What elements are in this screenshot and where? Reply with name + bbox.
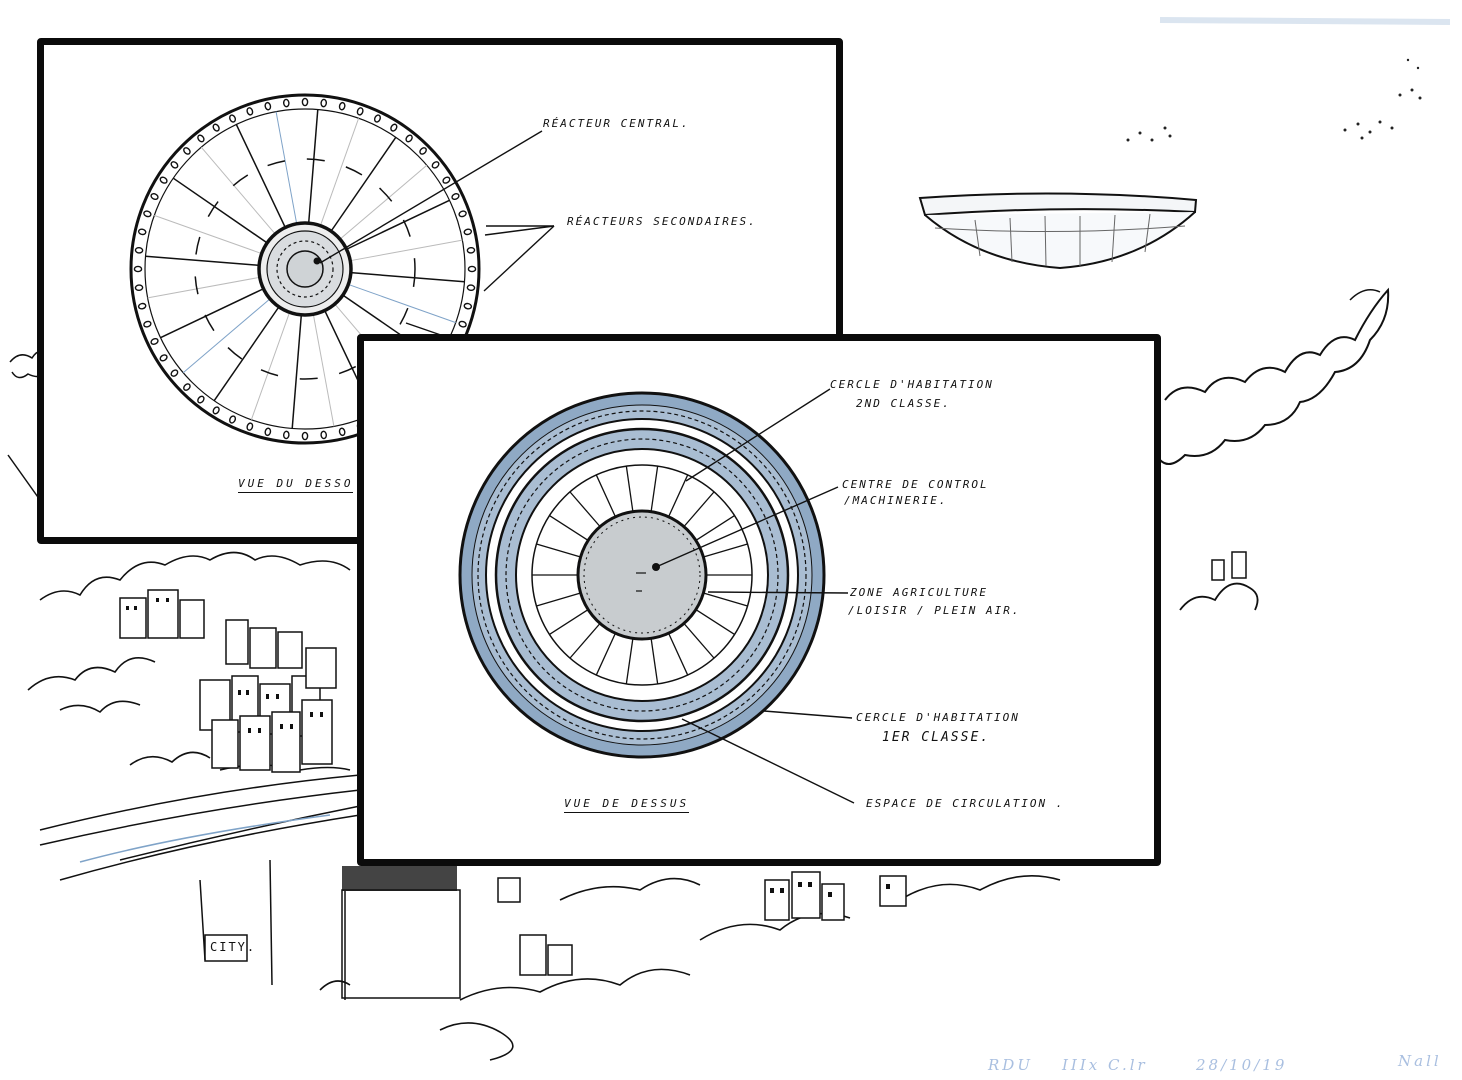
label-control-line1: CENTRE DE CONTROL [842,478,989,491]
label-agri-line1: ZONE AGRICULTURE [850,586,988,599]
footer-left-note: RDU [988,1056,1033,1074]
label-habitation-2nd-line2: 2ND CLASSE. [856,397,951,410]
footer-mid-note: IIIx C.lr [1062,1056,1148,1074]
label-central-reactor: RÉACTEUR CENTRAL. [543,117,690,130]
label-habitation-1st-line1: CERCLE D'HABITATION [856,711,1020,724]
label-circulation: ESPACE DE CIRCULATION . [866,797,1065,810]
top-view-card: CERCLE D'HABITATION 2ND CLASSE. CENTRE D… [357,334,1161,866]
label-secondary-reactors: RÉACTEURS SECONDAIRES. [567,215,757,228]
city-sign: CITY. [210,940,257,954]
saucer-side-view-icon [918,192,1198,270]
underside-caption: VUE DU DESSO [238,477,354,493]
label-habitation-2nd-line1: CERCLE D'HABITATION [830,378,994,391]
top-view-diagram [458,388,855,804]
top-view-caption: VUE DE DESSUS [564,797,690,813]
footer-signature: Nall [1398,1052,1442,1070]
label-control-line2: /MACHINERIE. [844,494,948,507]
label-agri-line2: /LOISIR / PLEIN AIR. [848,604,1021,617]
label-habitation-1st-line2: 1ER CLASSE. [882,730,991,745]
footer-date: 28/10/19 [1196,1056,1288,1074]
